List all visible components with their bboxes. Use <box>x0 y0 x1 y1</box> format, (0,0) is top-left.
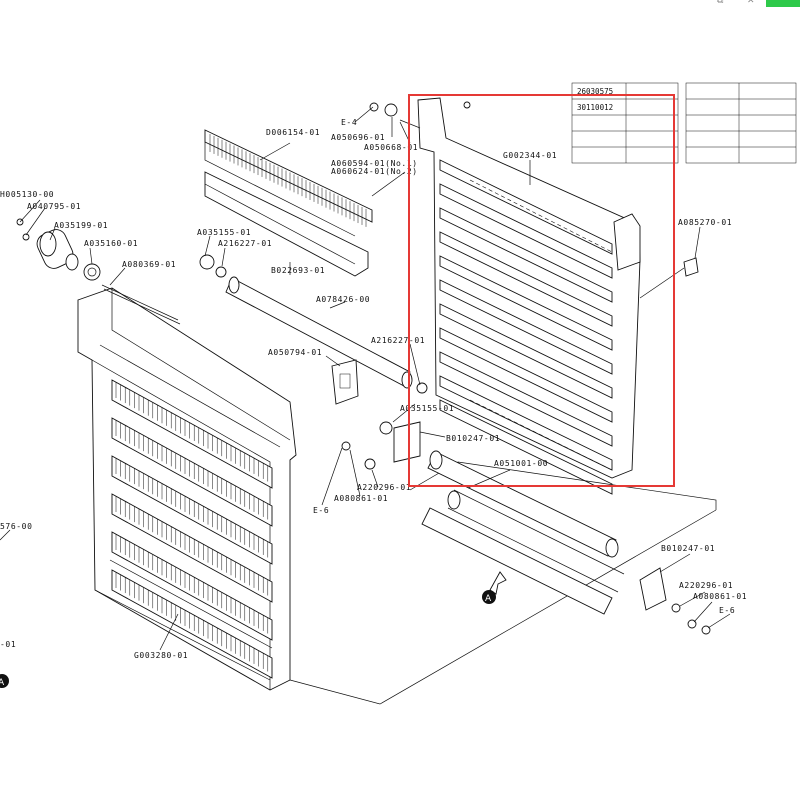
marker-a: A <box>482 590 496 604</box>
part-label: A060594-01(No.1) <box>331 159 418 168</box>
slat-row <box>439 303 613 399</box>
highlight-box <box>408 94 675 487</box>
part-label: A085270-01 <box>678 218 732 227</box>
fin-row <box>111 493 273 603</box>
part-label: B022693-01 <box>271 266 325 275</box>
part-label: A035160-01 <box>84 239 138 248</box>
fin-row <box>111 569 273 679</box>
slat-row <box>439 375 613 471</box>
marker-a: A <box>0 674 9 688</box>
part-label: B010247-01 <box>661 544 715 553</box>
bracket-part <box>331 359 359 405</box>
slat-row <box>439 183 613 279</box>
close-icon[interactable]: ✕ <box>747 0 755 6</box>
part-labels: E-4 A050696-01 A050668-01 D006154-01 A06… <box>0 118 747 660</box>
part-label: A220296-01 <box>679 581 733 590</box>
svg-text:A: A <box>0 678 5 688</box>
part-label: A040795-01 <box>27 202 81 211</box>
part-label: A051001-00 <box>494 459 548 468</box>
fin-row <box>111 417 273 527</box>
part-label: A035155-01 <box>197 228 251 237</box>
fin-row <box>111 379 273 489</box>
left-frame-part <box>77 287 297 691</box>
lower-roller-assembly <box>289 421 717 705</box>
part-label: A216227-01 <box>371 336 425 345</box>
part-label: A035199-01 <box>54 221 108 230</box>
part-label: 576-00 <box>0 522 33 531</box>
part-label: A080369-01 <box>122 260 176 269</box>
part-label: B010247-01 <box>446 434 500 443</box>
part-label: E-4 <box>341 118 357 127</box>
svg-text:A: A <box>485 594 492 604</box>
part-label: A216227-01 <box>218 239 272 248</box>
part-label: A050696-01 <box>331 133 385 142</box>
part-label: E-6 <box>719 606 735 615</box>
copy-icon[interactable]: ⧉ <box>717 0 724 6</box>
filter-part <box>204 129 373 277</box>
slat-row <box>439 255 613 351</box>
slat-row <box>439 159 613 255</box>
top-bar: ⧉ ✕ <box>0 0 800 9</box>
slat-row <box>439 351 613 447</box>
part-label: A080861-01 <box>334 494 388 503</box>
right-frame-part <box>369 97 641 495</box>
part-label: -01 <box>0 640 16 649</box>
part-label: A080861-01 <box>693 592 747 601</box>
part-label: A035155-01 <box>400 404 454 413</box>
part-label: A078426-00 <box>316 295 370 304</box>
part-label: A050794-01 <box>268 348 322 357</box>
part-label: H005130-00 <box>0 190 54 199</box>
part-label: G002344-01 <box>503 151 557 160</box>
slat-row <box>439 327 613 423</box>
part-label: G003280-01 <box>134 651 188 660</box>
table-cell: 26030575 <box>577 87 613 96</box>
part-label: A220296-01 <box>357 483 411 492</box>
left-shaft-assembly <box>16 218 181 325</box>
accent-button[interactable] <box>766 0 800 7</box>
slat-row <box>439 207 613 303</box>
fin-rows <box>111 379 273 679</box>
parts-table: 26030575 30110012 <box>571 82 797 164</box>
fin-row <box>111 531 273 641</box>
slat-row <box>439 279 613 375</box>
part-label: A050668-01 <box>364 143 418 152</box>
table-cell: 30110012 <box>577 103 613 112</box>
slat-row <box>439 399 613 495</box>
slat-rows <box>439 159 613 495</box>
fin-row <box>111 455 273 565</box>
leader-lines <box>0 106 731 651</box>
part-label: D006154-01 <box>266 128 320 137</box>
part-label: A060624-01(No.2) <box>331 167 418 176</box>
clip-part <box>683 257 699 277</box>
part-label: E-6 <box>313 506 329 515</box>
slat-row <box>439 231 613 327</box>
